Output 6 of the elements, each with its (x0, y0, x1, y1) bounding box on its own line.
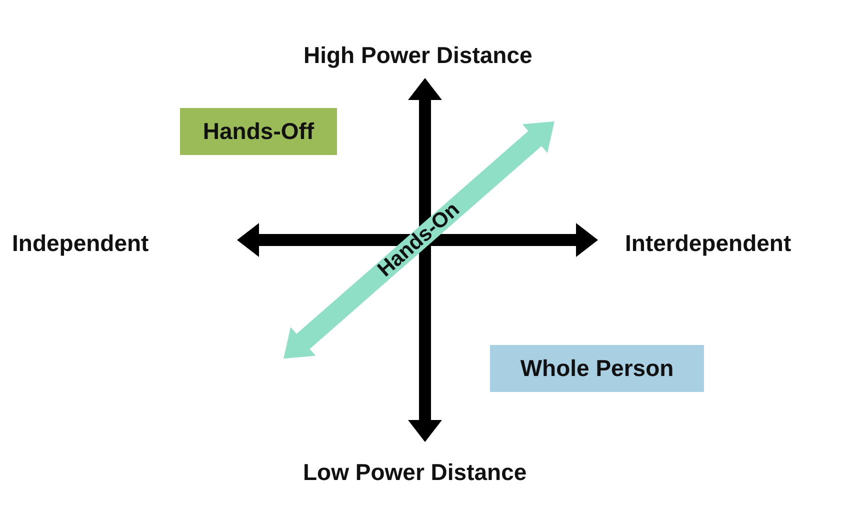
quadrant-label: Whole Person (490, 345, 704, 392)
axis-label: Low Power Distance (303, 458, 527, 486)
axis-label: High Power Distance (304, 42, 532, 68)
quadrant-label: Hands-Off (180, 108, 337, 155)
axis-label: Interdependent (625, 230, 792, 256)
axis-label: Independent (12, 230, 149, 256)
